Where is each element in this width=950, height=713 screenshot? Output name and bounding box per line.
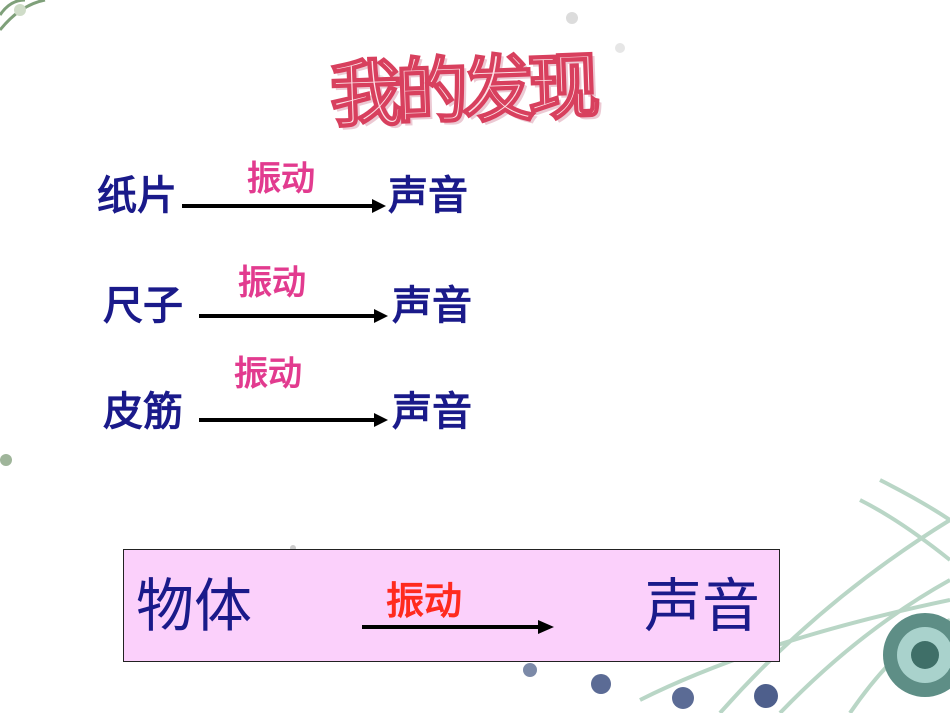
flower-sketch-top-left [0,0,46,31]
arrow-icon [199,309,388,323]
summary-result: 声音 [644,572,761,640]
row-action: 振动 [234,354,302,394]
arrow-icon [182,199,386,213]
row-object: 皮筋 [103,388,183,435]
arrow-icon [199,413,388,427]
row-result: 声音 [388,172,468,219]
arrow-icon [362,620,554,634]
row-result: 声音 [392,282,472,329]
slide-title: 我的发现 [328,43,597,138]
row-action: 振动 [238,263,306,303]
row-result: 声音 [392,388,472,435]
summary-object: 物体 [136,572,253,640]
row-object: 尺子 [103,282,183,329]
summary-action: 振动 [386,579,463,623]
faint-dot [566,12,578,24]
row-action: 振动 [247,159,315,199]
row-object: 纸片 [97,172,177,219]
faint-dot [0,454,12,466]
summary-box: 物体 振动 声音 [123,549,780,662]
